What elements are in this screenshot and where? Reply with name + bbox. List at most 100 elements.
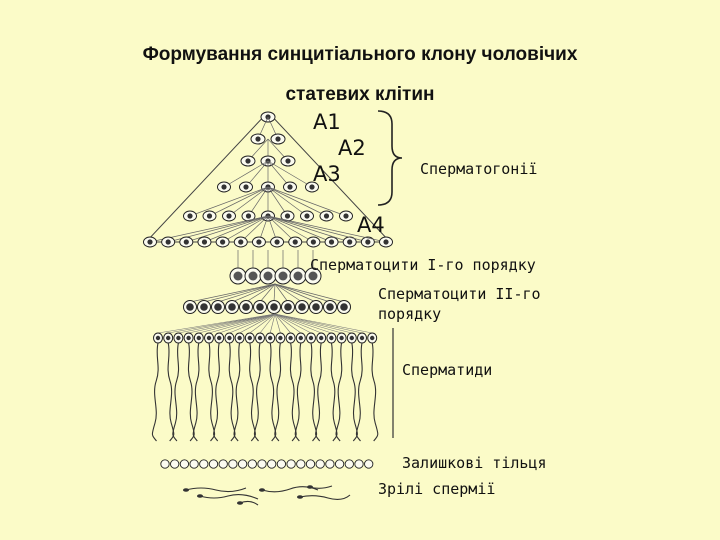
slide-title-line-1: Формування синцитіального клону чоловічи… xyxy=(142,44,578,65)
spermatid-cell xyxy=(316,332,327,344)
spermatogonium-cell xyxy=(179,236,194,248)
spermatogonium-cell xyxy=(251,236,266,248)
spermatocytes-2-row xyxy=(183,283,351,314)
spermatogonium-cell xyxy=(270,236,285,248)
residual-body xyxy=(286,459,296,469)
sperm-head xyxy=(259,488,265,492)
spermatogonium-cell xyxy=(183,210,197,222)
spermatogonium-cell xyxy=(143,236,157,248)
spermatocyte-1-cell xyxy=(259,267,277,285)
spermatid-tail xyxy=(208,342,216,442)
residual-body xyxy=(160,459,170,469)
sperm-head xyxy=(183,488,189,492)
spermatogonium-cell xyxy=(342,236,357,248)
spermatid-cell xyxy=(306,332,316,344)
residual-body xyxy=(247,459,257,469)
spermatogonia-brace xyxy=(377,110,403,206)
stage-a4-label: A4 xyxy=(357,213,385,237)
spermatogonium-cell xyxy=(161,236,176,248)
stage-a3-label: A3 xyxy=(313,162,341,186)
residual-body xyxy=(199,459,209,469)
spermatid-tail xyxy=(355,342,363,442)
sperm-head xyxy=(307,485,313,489)
spermatocyte-2-cell xyxy=(225,300,239,314)
residual-body xyxy=(315,459,325,469)
spermatogonium-cell xyxy=(360,236,375,248)
spermatid-tail xyxy=(253,342,261,442)
spermatogonium-cell xyxy=(270,133,286,145)
spermatid-cell xyxy=(234,332,245,344)
spermatid-tail xyxy=(192,342,200,442)
mature-sperm-label: Зрілі спермії xyxy=(378,480,496,498)
spermatid-cell xyxy=(295,332,306,344)
spermatogonium-cell xyxy=(217,181,231,193)
spermatogonium-cell xyxy=(306,236,321,248)
spermatid-cell xyxy=(255,332,265,344)
spermatid-cell xyxy=(214,332,225,344)
spermatogonium-cell xyxy=(280,155,296,167)
spermatid-tail xyxy=(289,342,297,442)
spermatogonia-tree xyxy=(143,111,393,248)
spermatocytes-2-label-line-2: порядку xyxy=(378,305,442,323)
spermatogonia-label: Сперматогонії xyxy=(420,160,538,178)
residual-body xyxy=(305,459,316,469)
residual-body xyxy=(325,459,335,469)
spermatid-tail xyxy=(371,342,379,442)
spermatid-cell xyxy=(244,332,255,344)
residual-body xyxy=(267,459,277,469)
spermatid-cell xyxy=(367,332,378,344)
spermatocyte-2-cell xyxy=(323,300,337,314)
spermatid-cell xyxy=(336,332,347,344)
mature-sperm xyxy=(309,485,333,489)
spermatogonium-cell xyxy=(202,210,217,222)
tree-outline xyxy=(144,111,392,243)
residual-body xyxy=(208,459,219,469)
spermatid-cell xyxy=(346,332,357,344)
spermatocyte-1-cell xyxy=(274,267,292,285)
spermatid-cell xyxy=(193,332,204,344)
spermatocyte-2-cell xyxy=(239,300,253,314)
residual-body xyxy=(237,459,248,469)
spermatid-tail xyxy=(335,342,343,442)
spermatocyte-1-cell xyxy=(304,267,322,285)
spermatocyte-2-cell xyxy=(211,300,225,314)
residual-body xyxy=(334,459,345,469)
spermatocyte-2-cell xyxy=(281,300,295,314)
spermatid-cell xyxy=(357,332,367,344)
spermatid-tail xyxy=(249,342,256,442)
sperm-head xyxy=(237,501,243,505)
residual-body xyxy=(364,459,374,469)
spermatogonium-cell xyxy=(222,210,236,222)
residual-bodies-label: Залишкові тільця xyxy=(402,454,547,472)
residual-body xyxy=(179,459,190,469)
residual-body xyxy=(218,459,228,469)
spermatid-cell xyxy=(326,332,337,344)
residual-body xyxy=(189,459,199,469)
spermatogonium-cell xyxy=(250,133,266,145)
spermatogonium-cell xyxy=(305,181,319,193)
mature-sperm xyxy=(199,493,259,500)
spermatocyte-2-cell xyxy=(337,300,351,314)
stage-a2-label: A2 xyxy=(338,136,366,160)
spermatid-cell xyxy=(265,332,276,344)
slide-title-line-2: статевих клітин xyxy=(285,84,435,105)
spermatocyte-2-cell xyxy=(309,300,323,314)
residual-body xyxy=(276,459,287,469)
spermatid-tail xyxy=(167,342,175,442)
spermatogonium-cell xyxy=(239,181,253,193)
sperm-head xyxy=(297,495,303,499)
spermatid-cell xyxy=(163,332,174,344)
spermatogonium-cell xyxy=(215,236,230,248)
spermatid-cell xyxy=(183,332,194,344)
spermatocyte-2-cell xyxy=(197,300,211,314)
spermatid-cell xyxy=(173,332,184,344)
spermatid-tail xyxy=(310,342,318,442)
spermatid-cell xyxy=(285,332,296,344)
spermatid-tail xyxy=(294,342,302,442)
mature-sperm-row xyxy=(183,485,351,506)
residual-bodies-row xyxy=(160,459,374,469)
spermatids-row xyxy=(151,313,379,442)
spermatogonium-cell xyxy=(319,210,334,222)
spermatid-tail xyxy=(151,342,159,442)
